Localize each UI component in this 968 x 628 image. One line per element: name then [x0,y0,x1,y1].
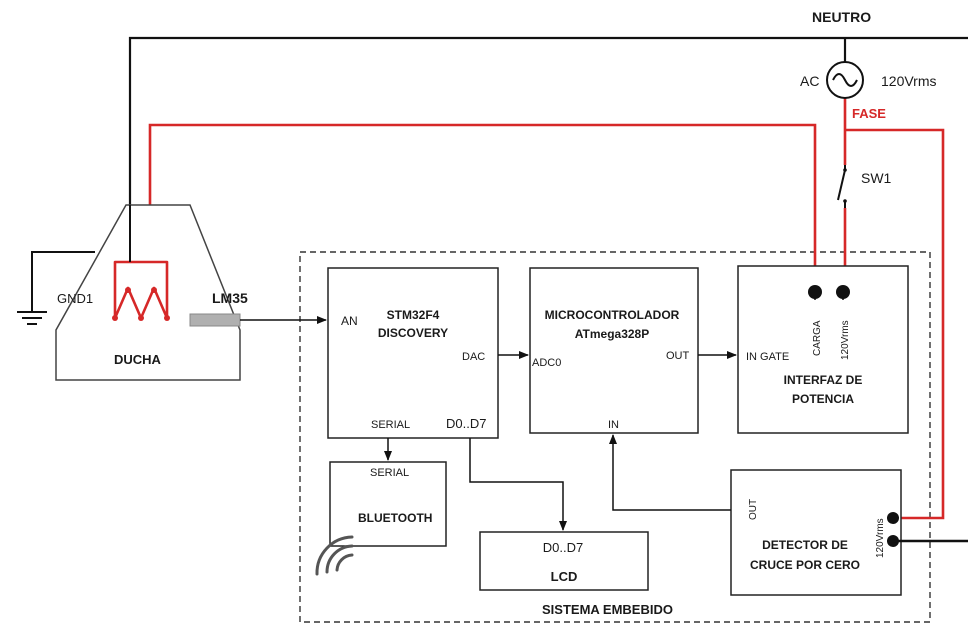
fase-wire-to-ducha [148,123,817,290]
lcd-title: LCD [551,569,578,584]
fase-label: FASE [852,106,886,121]
interfaz-title-line2: POTENCIA [792,392,854,406]
an-pin-label: AN [341,314,358,328]
source-vrms-label: 120Vrms [881,73,937,89]
heating-resistor-icon [112,260,170,321]
bluetooth-title: BLUETOOTH [358,511,432,525]
mcu-title-line2: ATmega328P [575,327,649,341]
detector-fase-terminal [887,512,899,524]
wireless-signal-icon [315,535,354,576]
serial-out-pin-label: SERIAL [371,419,410,431]
ducha-label: DUCHA [114,352,162,367]
stm32-title-line2: DISCOVERY [378,326,448,340]
d0d7-in-pin-label: D0..D7 [543,540,583,555]
interfaz-vrms-pin-label: 120Vrms [840,320,851,360]
switch-sw1-icon [837,165,847,208]
d0d7-to-lcd-arrow [469,438,567,531]
carga-pin-label: CARGA [812,320,823,356]
lm35-sensor [189,313,241,327]
ac-label: AC [800,73,819,89]
interfaz-box [737,265,909,434]
interfaz-title-line1: INTERFAZ DE [784,373,863,387]
serial-in-pin-label: SERIAL [370,467,409,479]
sw1-label: SW1 [861,170,892,186]
in-gate-pin-label: IN GATE [746,351,789,363]
in-pin-label: IN [608,419,619,431]
detector-vrms-pin-label: 120Vrms [875,518,886,558]
lcd-box [479,531,649,591]
dac-pin-label: DAC [462,351,485,363]
detector-out-pin-label: OUT [748,499,759,520]
ducha-body [55,204,241,381]
sine-wave-icon [832,73,858,87]
embedded-system-boundary [299,251,931,623]
detector-box [730,469,902,596]
d0d7-out-pin-label: D0..D7 [446,416,486,431]
mcu-title-line1: MICROCONTROLADOR [545,308,680,322]
vrms-terminal [836,285,850,299]
neutral-wire [128,36,968,205]
adc0-pin-label: ADC0 [532,357,561,369]
neutro-label: NEUTRO [812,9,871,25]
carga-terminal [808,285,822,299]
gnd1-label: GND1 [57,291,93,306]
ground-icon [17,251,95,325]
detector-title-line1: DETECTOR DE [762,538,848,552]
bluetooth-box [329,461,447,547]
stm32-title-line1: STM32F4 [387,308,440,322]
detector-to-mcu-in-arrow [609,434,731,511]
detector-title-line2: CRUCE POR CERO [750,558,860,572]
lm35-label: LM35 [212,290,248,306]
out-pin-label: OUT [666,350,690,362]
mcu-box [529,267,699,434]
fase-wire-to-detector [845,128,945,520]
sistema-embebido-label: SISTEMA EMBEBIDO [542,602,673,617]
stm32-box [327,267,499,439]
